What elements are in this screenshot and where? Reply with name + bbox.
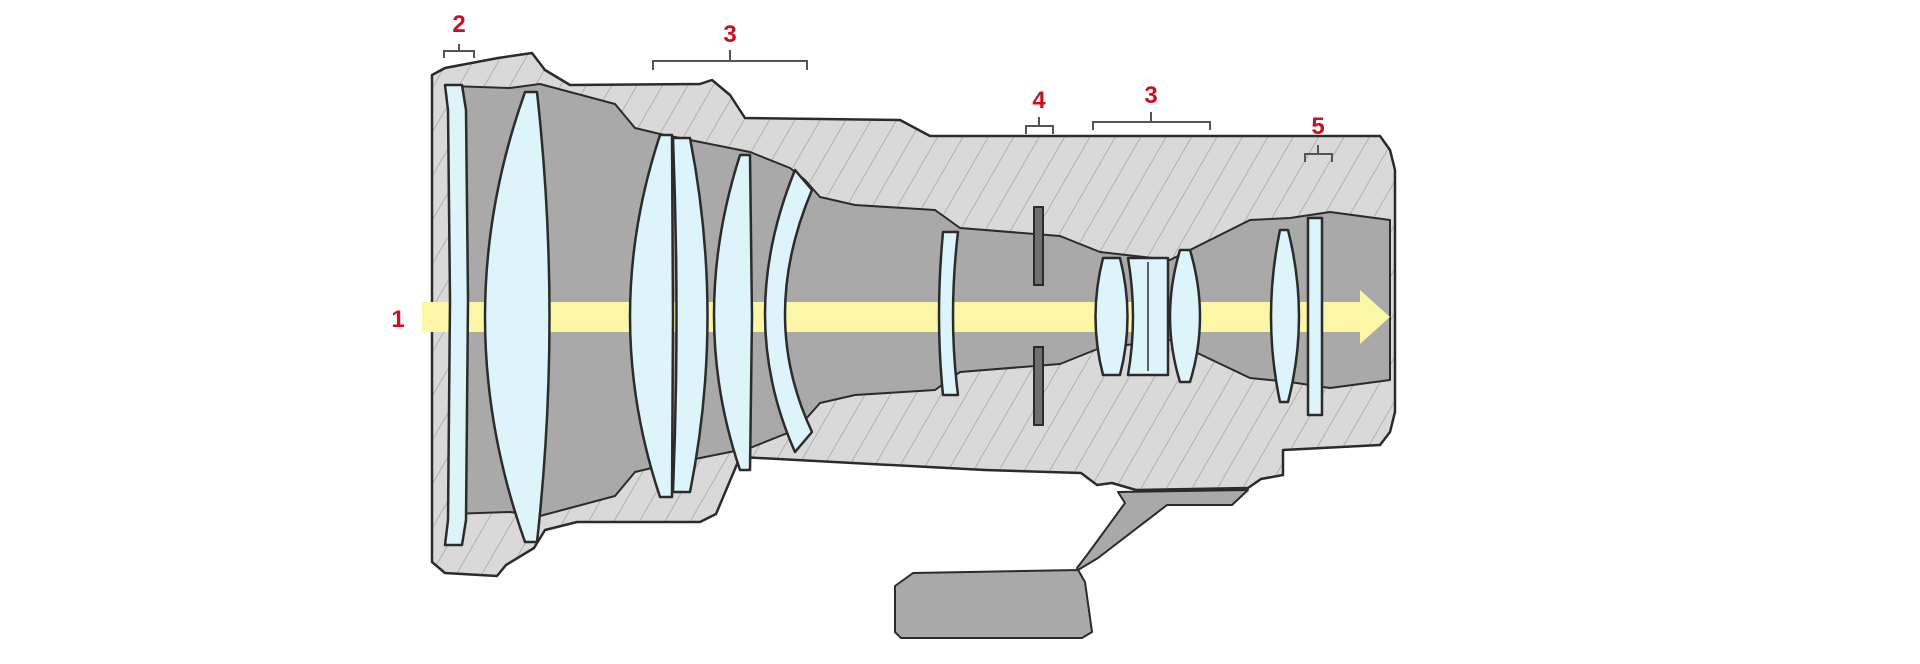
front-lens-element [483,90,551,544]
aperture-blade-top [1033,206,1044,286]
callout-front-group: 3 [723,21,736,48]
front-filter-element [443,83,470,547]
middle-lens-element [937,230,960,397]
front-group-element-4 [763,168,814,454]
light-path-arrow [1360,290,1390,344]
rear-group-element-3 [1168,248,1202,384]
bracket-front-group [652,50,808,70]
callout-front-element: 2 [452,11,465,38]
bracket-rear-group [1092,112,1211,130]
callout-aperture: 4 [1032,87,1046,114]
callout-light-entry: 1 [391,306,404,333]
light-path-bar [422,302,1372,332]
tripod-foot [894,489,1249,639]
callout-rear-group: 3 [1144,82,1157,109]
bracket-aperture [1025,117,1054,134]
bracket-rear-element [1304,145,1333,162]
bracket-front-element [443,44,475,58]
aperture-blade-bottom [1033,346,1044,426]
rear-group-element-1 [1094,256,1129,377]
front-group-element-1 [628,133,675,499]
callout-rear-element: 5 [1311,113,1324,140]
front-group-element-2 [671,136,709,494]
rear-filter-element [1306,216,1324,417]
front-group-element-3 [712,153,754,472]
rear-lens-element [1269,228,1301,404]
